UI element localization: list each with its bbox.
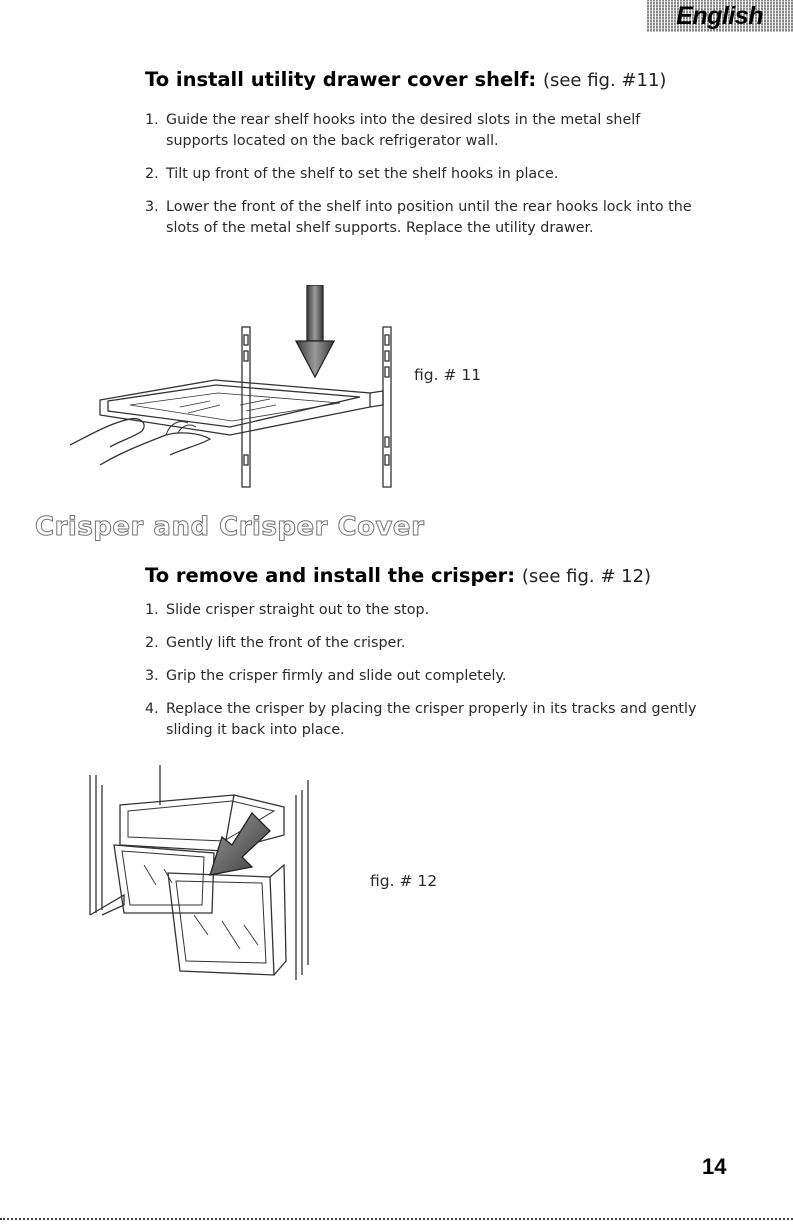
install-shelf-figure-ref: (see fig. #11) [542, 70, 667, 91]
crisper-steps: 1.Slide crisper straight out to the stop… [145, 600, 705, 753]
install-shelf-heading-text: To install utility drawer cover shelf: [145, 68, 537, 91]
crisper-heading: To remove and install the crisper: (see … [145, 564, 651, 587]
section-title: Crisper and Crisper Cover [34, 512, 425, 543]
list-item: 2.Tilt up front of the shelf to set the … [145, 166, 559, 182]
list-item: 3.Grip the crisper firmly and slide out … [145, 668, 507, 684]
list-item: 1.Slide crisper straight out to the stop… [145, 602, 430, 618]
language-tab-label: English [676, 2, 763, 30]
crisper-heading-text: To remove and install the crisper: [145, 564, 516, 587]
figure-12-label: fig. # 12 [370, 872, 438, 890]
crisper-figure-ref: (see fig. # 12) [521, 566, 652, 587]
language-tab: English [646, 0, 793, 32]
list-item: 4.Replace the crisper by placing the cri… [145, 701, 697, 738]
list-item: 3.Lower the front of the shelf into posi… [145, 199, 692, 236]
down-arrow-icon [294, 285, 336, 379]
diagonal-arrow-icon [209, 811, 271, 876]
list-item: 2.Gently lift the front of the crisper. [145, 635, 406, 651]
crisper-removal-illustration [89, 765, 309, 980]
bottom-rule [0, 1218, 793, 1220]
page-number: 14 [702, 1154, 727, 1179]
figure-11-label: fig. # 11 [414, 366, 482, 384]
install-shelf-steps: 1.Guide the rear shelf hooks into the de… [145, 110, 705, 251]
install-shelf-heading: To install utility drawer cover shelf: (… [145, 68, 666, 91]
shelf-install-illustration [70, 285, 392, 488]
list-item: 1.Guide the rear shelf hooks into the de… [145, 112, 641, 149]
